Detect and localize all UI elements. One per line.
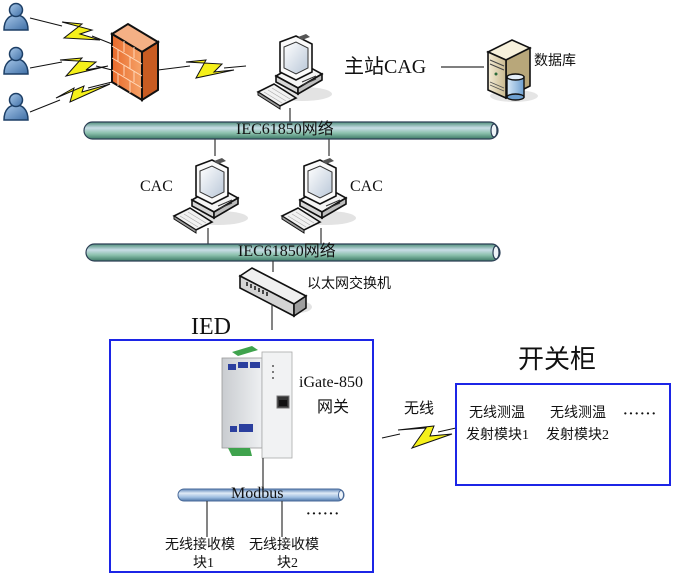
master-station-label: 主站CAG <box>344 56 427 78</box>
user-icon <box>3 92 29 121</box>
network-bus-bottom <box>85 243 501 262</box>
user-icon <box>3 2 29 31</box>
lightning-icon <box>157 59 247 79</box>
cac-left-computer-icon <box>173 157 249 234</box>
database-label: 数据库 <box>534 54 576 69</box>
firewall-icon <box>110 22 160 102</box>
user-icon <box>3 46 29 75</box>
receiver-1-label-line2: 块1 <box>193 556 214 571</box>
switchgear-more-ellipsis: ······ <box>623 407 658 422</box>
wireless-lightning-icon <box>381 425 457 449</box>
gateway-name-label: iGate-850 <box>299 374 363 391</box>
transmitter-2-label-line1: 无线测温 <box>550 406 606 421</box>
transmitter-1-label-line1: 无线测温 <box>469 406 525 421</box>
lightning-icon <box>29 17 113 45</box>
receiver-1-label-line1: 无线接收模 <box>165 538 235 553</box>
transmitter-1-label-line2: 发射模块1 <box>466 428 529 443</box>
lightning-icon <box>29 57 113 77</box>
ied-more-ellipsis: ······ <box>306 507 341 522</box>
lightning-icon <box>29 81 113 113</box>
modbus-bus <box>177 488 345 502</box>
cac-right-label: CAC <box>350 178 383 195</box>
gateway-device-icon <box>221 346 293 459</box>
transmitter-2-label-line2: 发射模块2 <box>546 428 609 443</box>
gateway-type-label: 网关 <box>317 399 350 416</box>
ied-box <box>109 339 374 573</box>
ied-label: IED <box>191 314 231 340</box>
master-computer-icon <box>257 33 333 110</box>
network-top-label: IEC61850网络 <box>236 121 334 138</box>
database-server-icon <box>486 39 538 102</box>
switch-label: 以太网交换机 <box>307 277 391 292</box>
cac-left-label: CAC <box>140 178 173 195</box>
cac-right-computer-icon <box>281 157 357 234</box>
network-bus-top <box>83 121 499 140</box>
wireless-label: 无线 <box>404 401 435 417</box>
receiver-2-label-line1: 无线接收模 <box>249 538 319 553</box>
receiver-2-label-line2: 块2 <box>277 556 298 571</box>
switchgear-box <box>455 383 671 486</box>
ethernet-switch-icon <box>238 267 312 318</box>
network-bottom-label: IEC61850网络 <box>238 243 336 260</box>
modbus-label: Modbus <box>231 485 284 502</box>
switchgear-label: 开关柜 <box>518 345 597 374</box>
